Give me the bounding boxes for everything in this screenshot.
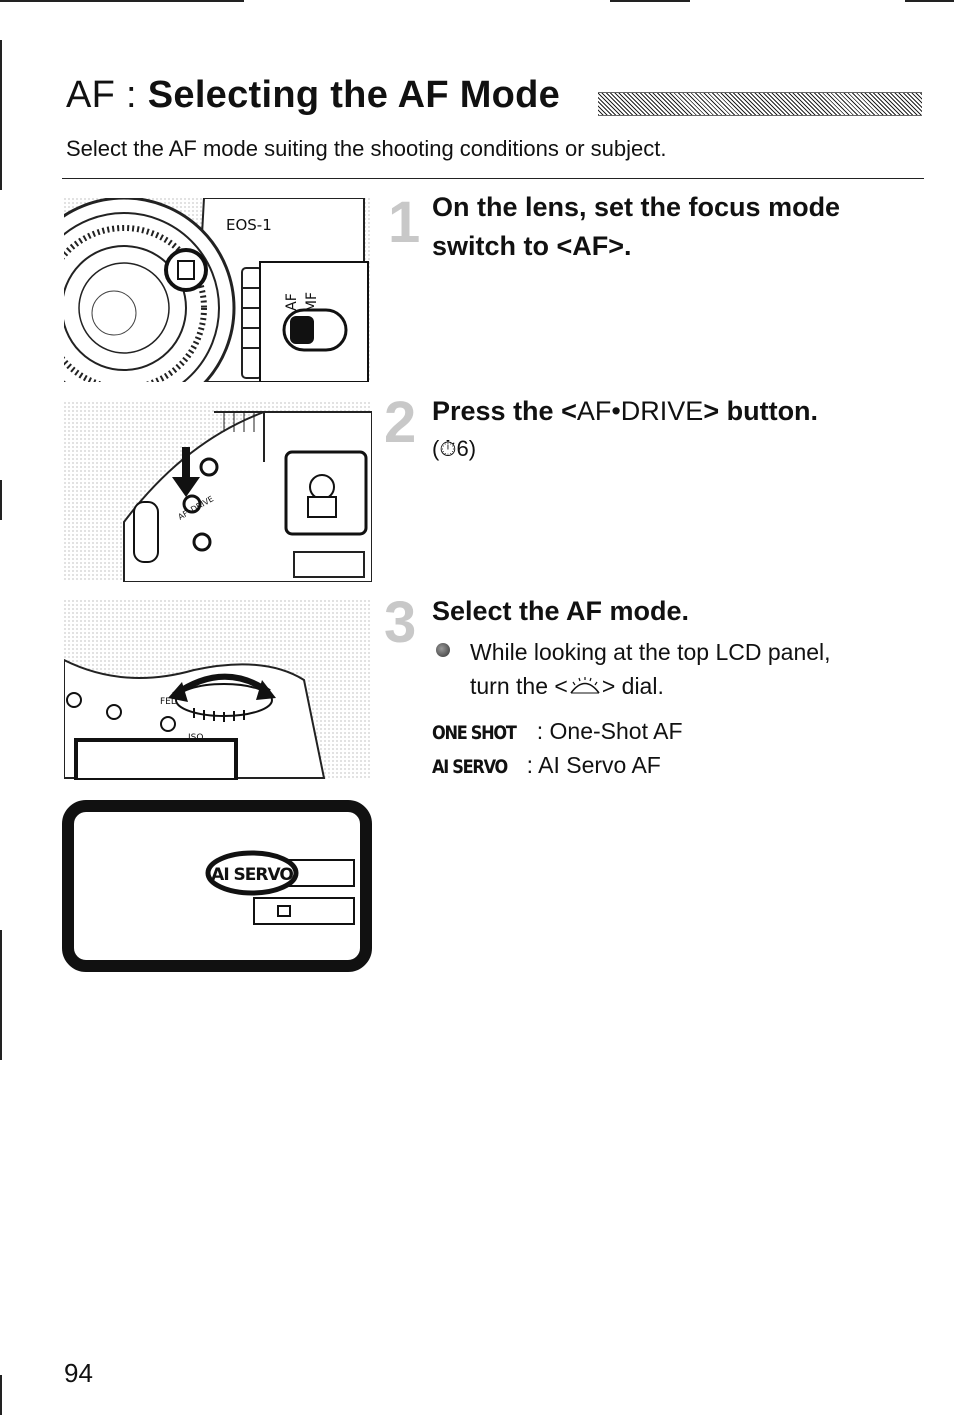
- instruction-line-1: While looking at the top LCD panel,: [470, 639, 831, 665]
- af-drive-key: AF•DRIVE: [576, 396, 704, 426]
- page-subtitle: Select the AF mode suiting the shooting …: [66, 136, 667, 161]
- step-number-3: 3: [384, 590, 417, 655]
- mode-ai-servo: AI SERVO : AI Servo AF: [432, 752, 661, 779]
- crop-mark-top-mid: [610, 0, 690, 2]
- switch-mf-label: MF: [304, 292, 320, 312]
- instruction-line-2-pre: turn the <: [470, 673, 568, 699]
- main-dial-icon: [570, 677, 600, 694]
- lens-switch-illustration: EOS-1 AF MF: [64, 198, 372, 382]
- page-title: AF : Selecting the AF Mode: [66, 74, 560, 117]
- margin-mark: [0, 40, 2, 190]
- step-3-instruction: While looking at the top LCD panel, turn…: [470, 635, 831, 703]
- lcd-panel-illustration: AI SERVO: [62, 800, 372, 972]
- crop-mark-top-left: [0, 0, 244, 2]
- step-2-heading-post: > button.: [703, 396, 819, 426]
- fel-label: FEL: [160, 697, 176, 707]
- step-2-heading-pre: Press the <: [432, 396, 577, 426]
- title-prefix: AF :: [66, 74, 137, 116]
- bullet-icon: [436, 643, 450, 657]
- step-number-1: 1: [388, 190, 421, 255]
- crop-mark-top-right: [905, 0, 954, 2]
- ai-servo-desc: : AI Servo AF: [526, 752, 661, 778]
- header-rule: [62, 178, 924, 179]
- af-drive-button-illustration: AF•DRIVE: [64, 402, 372, 582]
- step-number-2: 2: [384, 390, 417, 455]
- ai-servo-label: AI SERVO: [432, 756, 508, 778]
- page-number: 94: [64, 1358, 93, 1388]
- title-main: Selecting the AF Mode: [147, 74, 561, 116]
- main-dial-illustration: FEL ISO: [64, 600, 372, 780]
- camera-badge: EOS-1: [226, 216, 272, 234]
- margin-mark: [0, 930, 2, 1060]
- one-shot-label: ONE SHOT: [432, 722, 517, 744]
- one-shot-desc: : One-Shot AF: [536, 718, 683, 744]
- step-2-heading: Press the <AF•DRIVE> button.: [432, 392, 912, 431]
- margin-mark: [0, 480, 2, 520]
- margin-mark: [0, 1375, 2, 1415]
- instruction-line-2-post: > dial.: [601, 673, 664, 699]
- lcd-mode-text: AI SERVO: [211, 865, 293, 885]
- title-decoration-bar: [598, 92, 922, 116]
- step-1-heading: On the lens, set the focus mode switch t…: [432, 192, 841, 261]
- step-3-heading: Select the AF mode.: [432, 596, 690, 626]
- instruction-line-2: turn the < > dial.: [470, 669, 831, 703]
- page-reference: (⏱6): [432, 436, 477, 461]
- mode-one-shot: ONE SHOT : One-Shot AF: [432, 718, 683, 745]
- switch-af-label: AF: [284, 293, 300, 311]
